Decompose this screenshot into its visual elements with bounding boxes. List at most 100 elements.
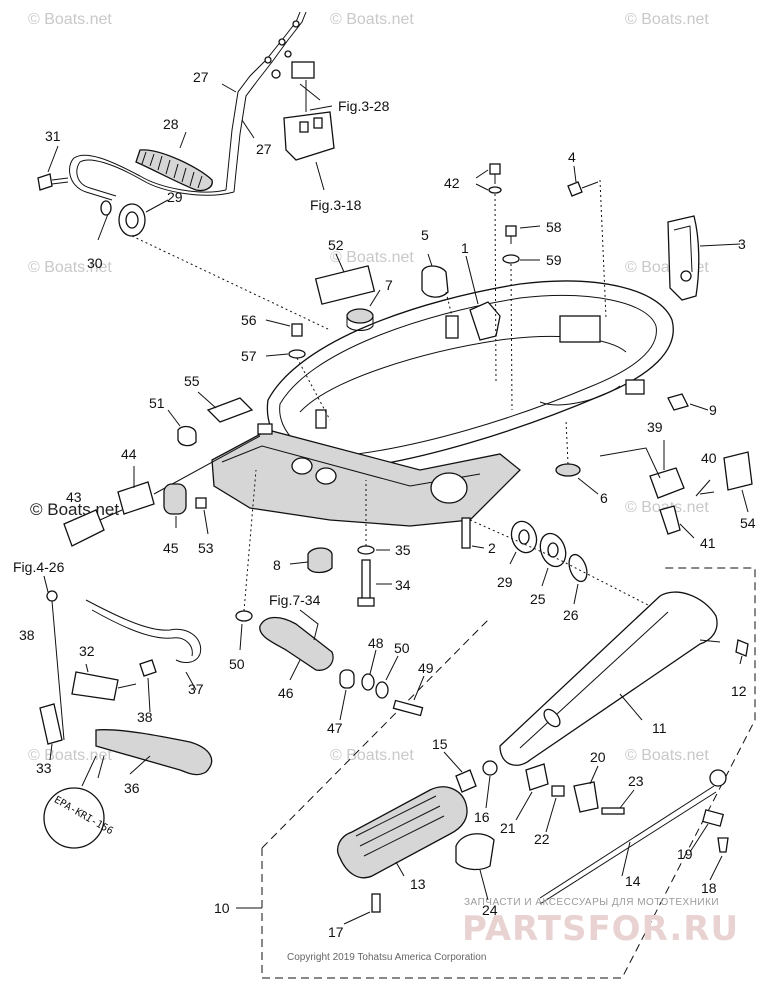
fuel-hose	[95, 729, 213, 776]
callout-34: 34	[395, 577, 411, 593]
callout-19: 19	[677, 846, 693, 862]
callout-27: 27	[193, 69, 209, 85]
figure-references: Fig.3-28 Fig.3-18 Fig.4-26 Fig.7-34	[13, 98, 390, 641]
bushing	[525, 763, 549, 791]
collar	[339, 669, 355, 689]
callout-48: 48	[368, 635, 384, 651]
bolt	[567, 181, 583, 197]
bolt	[37, 173, 53, 191]
callout-45: 45	[163, 540, 179, 556]
callout-25: 25	[530, 591, 546, 607]
decal	[314, 265, 376, 305]
cable-assembly	[37, 11, 335, 237]
callout-50: 50	[229, 656, 245, 672]
switch-block	[283, 111, 335, 161]
callout-29: 29	[167, 189, 183, 205]
callout-29: 29	[497, 574, 513, 590]
callout-11: 11	[652, 720, 667, 736]
switch-knob	[63, 509, 105, 547]
callout-39: 39	[647, 419, 663, 435]
stopper	[573, 781, 599, 813]
callout-3: 3	[738, 236, 746, 252]
washer	[488, 186, 502, 194]
callout-numbers: 1 2 3 4 5 6 7 8 9 10 11 12 13 14 15 16 1…	[19, 69, 756, 940]
washer	[502, 254, 520, 264]
callout-14: 14	[625, 873, 641, 889]
washer	[375, 681, 389, 699]
callout-13: 13	[410, 876, 426, 892]
callout-59: 59	[546, 252, 562, 268]
callout-56: 56	[241, 312, 257, 328]
shift-lever	[259, 616, 334, 671]
callout-23: 23	[628, 773, 644, 789]
bolt	[461, 517, 471, 549]
callout-5: 5	[421, 227, 429, 243]
callout-47: 47	[327, 720, 343, 736]
bolt	[505, 225, 517, 237]
callout-53: 53	[198, 540, 214, 556]
callout-33: 33	[36, 760, 52, 776]
callout-16: 16	[474, 809, 490, 825]
callout-38: 38	[137, 709, 153, 725]
callout-35: 35	[395, 542, 411, 558]
callout-28: 28	[163, 116, 179, 132]
callout-54: 54	[740, 515, 756, 531]
callout-52: 52	[328, 237, 344, 253]
watermark: © Boats.net	[28, 747, 112, 764]
spring	[551, 785, 565, 797]
callout-43: 43	[66, 489, 82, 505]
callout-32: 32	[79, 643, 95, 659]
callout-46: 46	[278, 685, 294, 701]
collar	[455, 769, 477, 793]
washer	[235, 610, 253, 622]
callout-17: 17	[328, 924, 344, 940]
callout-37: 37	[188, 681, 204, 697]
clip	[195, 497, 207, 509]
connector-block	[291, 61, 315, 79]
watermark: © Boats.net	[625, 11, 709, 28]
fuel-connector	[649, 467, 685, 499]
bolt	[392, 699, 424, 717]
callout-41: 41	[700, 535, 716, 551]
washer	[357, 545, 375, 555]
tiller-group-outline	[261, 619, 489, 849]
screw	[601, 807, 625, 815]
watermark: © Boats.net	[330, 11, 414, 28]
callout-55: 55	[184, 373, 200, 389]
throttle-grip	[337, 786, 468, 879]
washer	[568, 553, 588, 583]
callout-58: 58	[546, 219, 562, 235]
callout-7: 7	[385, 277, 393, 293]
screw	[371, 893, 381, 913]
callout-51: 51	[149, 395, 165, 411]
grommet	[177, 425, 197, 447]
watermark: © Boats.net	[28, 11, 112, 28]
callout-36: 36	[124, 780, 140, 796]
epa-label-badge	[43, 787, 105, 849]
screw	[717, 837, 729, 853]
plate	[701, 809, 725, 827]
fig-ref-7-34: Fig.7-34	[269, 592, 321, 608]
callout-21: 21	[500, 820, 516, 836]
callout-2: 2	[488, 540, 496, 556]
tiller-group-outline	[261, 567, 756, 979]
watermark: © Boats.net	[330, 747, 414, 764]
fitting	[667, 393, 689, 411]
latch-bracket	[667, 215, 700, 301]
grommet	[163, 483, 187, 515]
grommet	[307, 547, 333, 574]
callout-18: 18	[701, 880, 717, 896]
grommet	[555, 463, 581, 477]
clip	[46, 590, 58, 602]
callout-26: 26	[563, 607, 579, 623]
connector	[71, 671, 119, 701]
fuel-bracket	[723, 451, 753, 491]
callout-27: 27	[256, 141, 272, 157]
callout-6: 6	[600, 490, 608, 506]
callout-49: 49	[418, 660, 434, 676]
callout-38: 38	[19, 627, 35, 643]
callout-30: 30	[87, 255, 103, 271]
callout-4: 4	[568, 149, 576, 165]
clip	[139, 659, 157, 677]
